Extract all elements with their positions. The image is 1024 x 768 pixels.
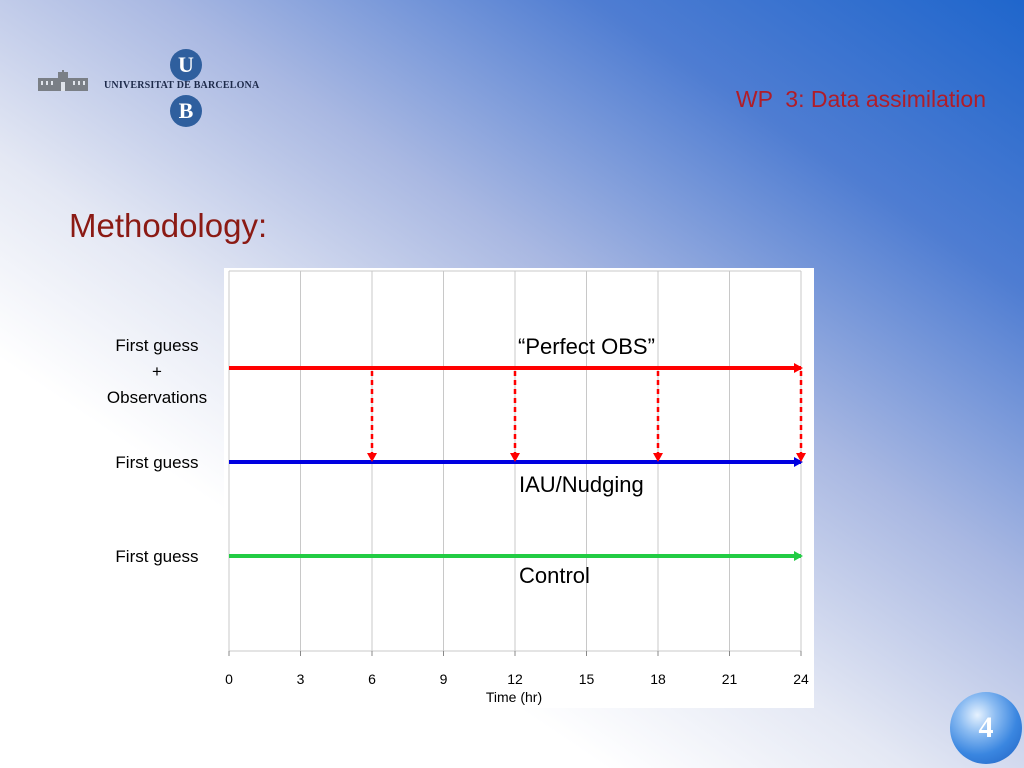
x-tick-label: 3 (297, 671, 305, 687)
timeline-diagram: 0 3 6 9 12 15 18 21 24 Time (hr) (224, 268, 814, 708)
label-first-guess-iau: First guess (115, 453, 199, 472)
diagram-background (224, 268, 814, 708)
annotation-iau-nudging: IAU/Nudging (519, 472, 644, 497)
page-title: Methodology: (69, 207, 268, 244)
label-first-guess-control: First guess (115, 547, 199, 566)
work-package-title: WP 3: Data assimilation (735, 86, 986, 112)
x-tick-label: 12 (507, 671, 523, 687)
university-logo: UNIVERSITAT DE BARCELONA U B (38, 46, 278, 130)
x-tick-label: 21 (722, 671, 738, 687)
building-icon (38, 70, 88, 91)
label-line: Observations (106, 388, 208, 407)
label-first-guess-observations: First guess + Observations (96, 333, 218, 411)
x-tick-label: 15 (579, 671, 595, 687)
annotation-control: Control (519, 563, 590, 588)
logo-b-emblem: B (170, 95, 202, 127)
page-number-badge: 4 (950, 692, 1022, 764)
annotation-perfect-obs: “Perfect OBS” (518, 334, 655, 359)
x-tick-label: 24 (793, 671, 809, 687)
x-tick-label: 0 (225, 671, 233, 687)
x-tick-label: 9 (440, 671, 448, 687)
label-line: + (152, 362, 162, 381)
label-line: First guess (115, 336, 199, 355)
x-tick-label: 6 (368, 671, 376, 687)
x-axis-label: Time (hr) (486, 689, 542, 705)
x-tick-label: 18 (650, 671, 666, 687)
logo-u-emblem: U (170, 49, 202, 81)
logo-text: UNIVERSITAT DE BARCELONA (104, 80, 260, 91)
